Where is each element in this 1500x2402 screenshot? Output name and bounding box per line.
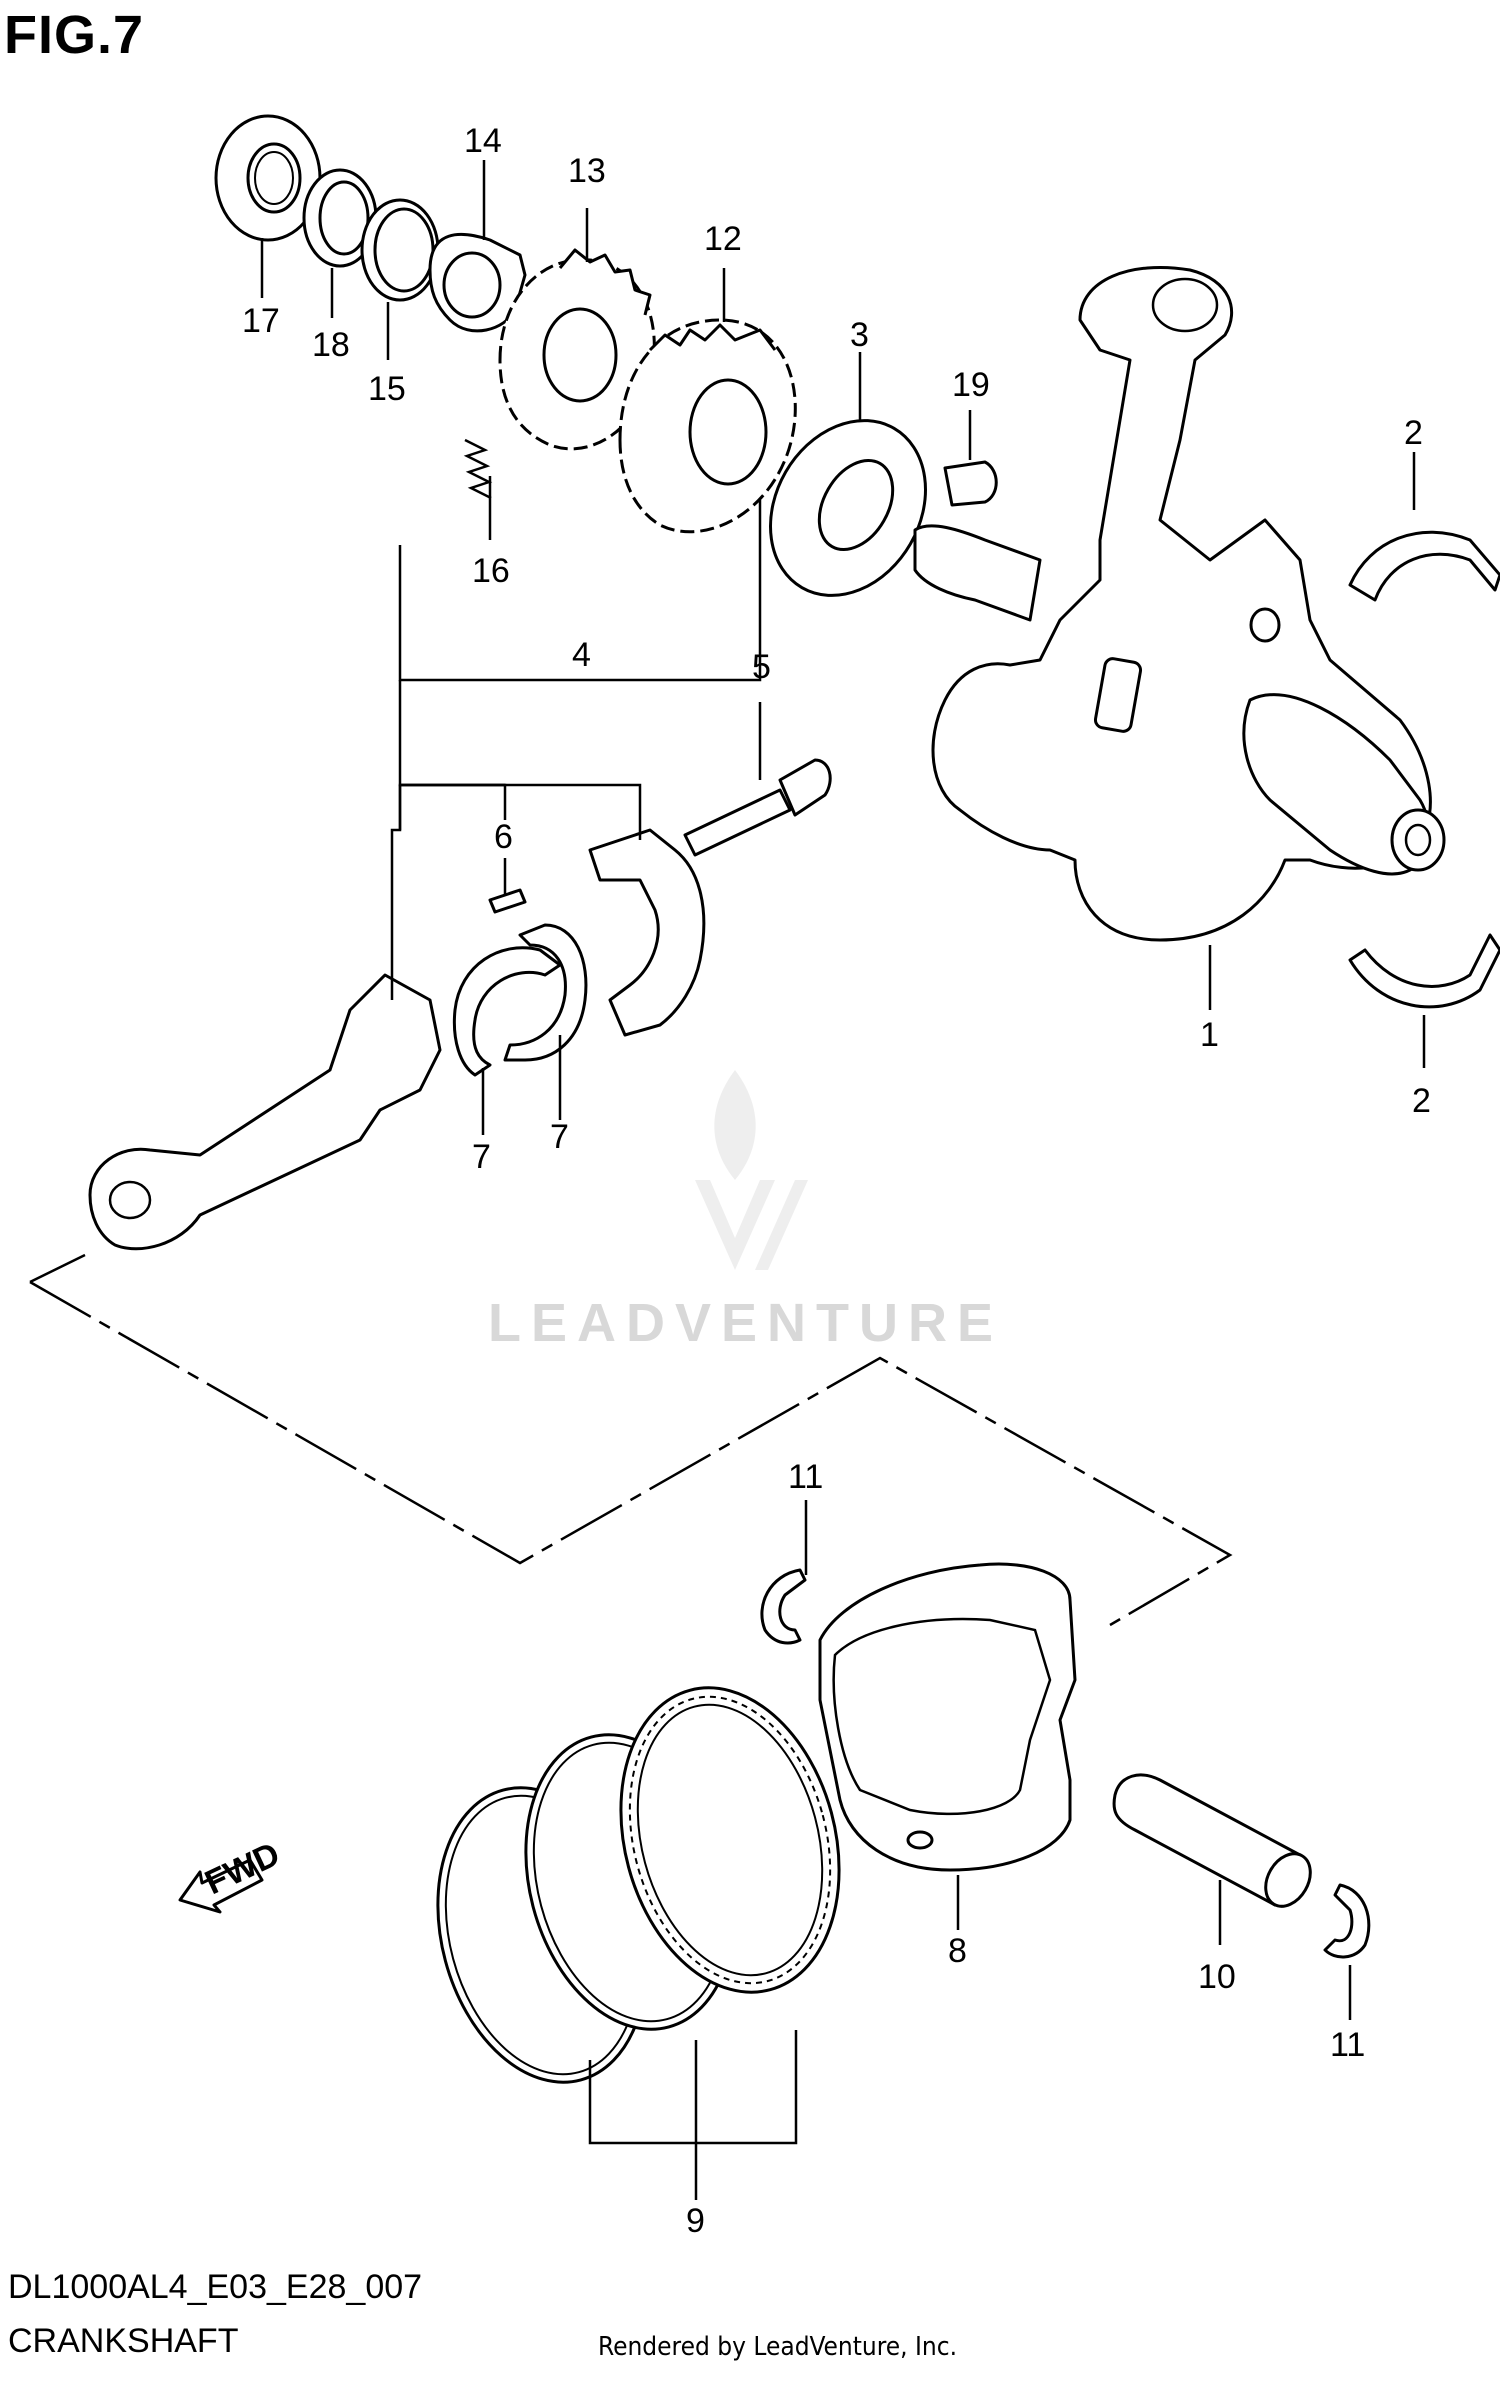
render-credit: Rendered by LeadVenture, Inc. [598, 2332, 958, 2362]
fwd-label: FWD [199, 1835, 285, 1902]
part-12-gear[interactable] [618, 318, 797, 534]
part-4-connecting-rod[interactable] [88, 973, 442, 1251]
diagram-name: CRANKSHAFT [8, 2322, 239, 2360]
callout-11-top: 11 [788, 1458, 823, 1496]
part-13-gear[interactable] [498, 248, 656, 451]
figure-title: FIG.7 [4, 5, 145, 65]
callout-1: 1 [1200, 1016, 1219, 1054]
watermark-text: LEADVENTURE [488, 1293, 1004, 1353]
part-11-circlip-b[interactable] [1323, 1883, 1371, 1959]
callout-2-upper: 2 [1404, 414, 1423, 452]
fwd-arrow-icon: FWD [178, 1835, 286, 1914]
part-9-oil-ring[interactable] [588, 1663, 871, 2017]
part-16-spring[interactable] [463, 438, 493, 500]
callout-12: 12 [704, 220, 742, 258]
part-15-circlip[interactable] [360, 198, 440, 302]
part-5-bolt[interactable] [683, 758, 832, 857]
callout-9: 9 [686, 2202, 705, 2240]
part-8-piston[interactable] [818, 1562, 1077, 1872]
callout-19: 19 [952, 366, 990, 404]
part-4-conrod-cap[interactable] [588, 828, 706, 1037]
assembly-outline [29, 1253, 1233, 1627]
callout-16: 16 [472, 552, 510, 590]
part-1-crankshaft[interactable] [913, 265, 1446, 942]
callout-8: 8 [948, 1932, 967, 1970]
callout-10: 10 [1198, 1958, 1236, 1996]
callout-15: 15 [368, 370, 406, 408]
callout-4: 4 [572, 636, 591, 674]
callout-14: 14 [464, 122, 502, 160]
part-2-main-bearing-lower[interactable] [1348, 933, 1500, 1009]
part-3-thrust-washer[interactable] [740, 392, 957, 623]
callout-3: 3 [850, 316, 869, 354]
callout-7-left: 7 [472, 1138, 491, 1176]
part-7-conrod-bearing-a[interactable] [452, 946, 562, 1077]
part-10-piston-pin[interactable] [1112, 1773, 1319, 1914]
leader-lines [260, 160, 1426, 2200]
part-7-conrod-bearing-b[interactable] [503, 923, 588, 1062]
part-19-key[interactable] [943, 460, 998, 507]
callout-13: 13 [568, 152, 606, 190]
callout-6: 6 [494, 818, 513, 856]
callout-11-bottom: 11 [1330, 2026, 1365, 2064]
callout-7-right: 7 [550, 1118, 569, 1156]
diagram-code: DL1000AL4_E03_E28_007 [8, 2268, 423, 2306]
part-11-circlip-a[interactable] [760, 1568, 807, 1645]
part-14-lock-plate[interactable] [428, 233, 527, 333]
callout-2-lower: 2 [1412, 1082, 1431, 1120]
callout-5: 5 [752, 648, 771, 686]
part-2-main-bearing-upper[interactable] [1348, 530, 1500, 602]
callout-18: 18 [312, 326, 350, 364]
part-6-dowel-pin[interactable] [488, 888, 527, 914]
leadventure-logo-icon [695, 1070, 808, 1270]
callout-17: 17 [242, 302, 280, 340]
